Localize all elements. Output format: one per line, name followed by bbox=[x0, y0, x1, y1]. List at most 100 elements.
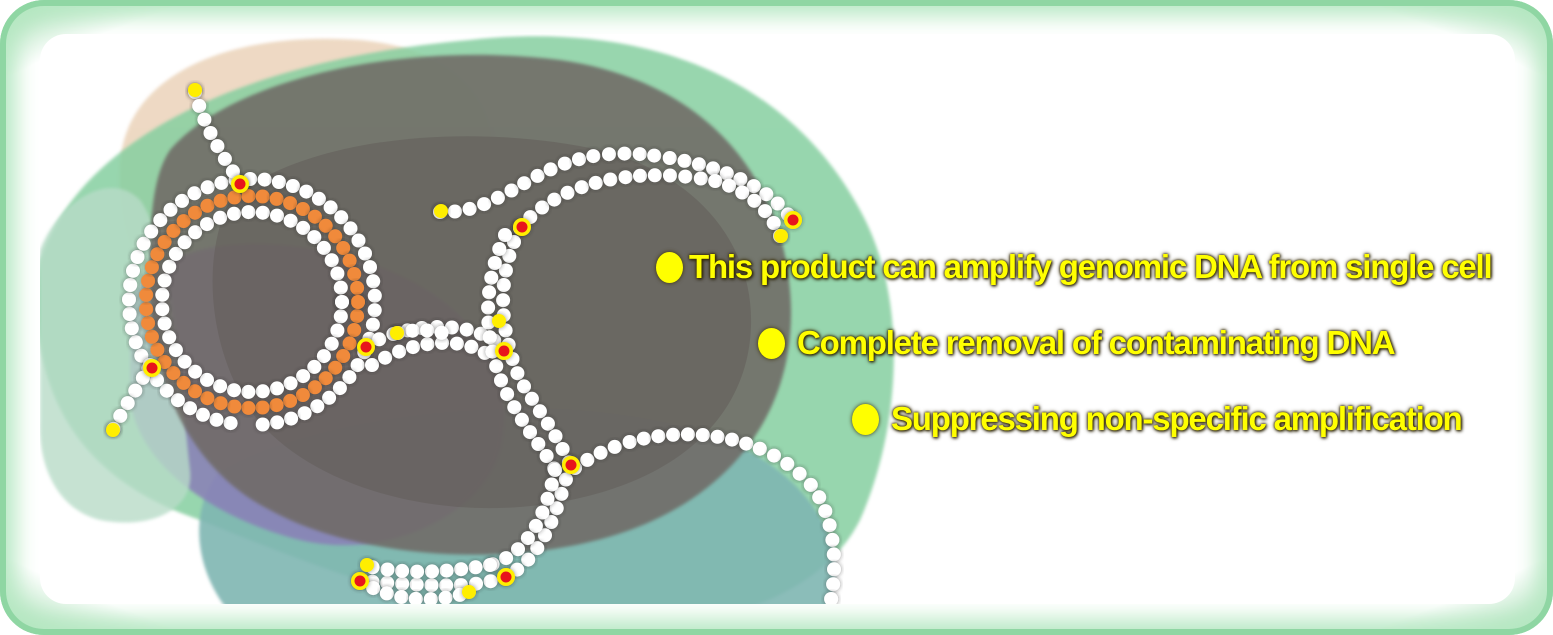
dna-bead bbox=[255, 400, 270, 415]
dna-bead bbox=[826, 547, 841, 562]
dna-bead bbox=[482, 285, 497, 300]
dna-bead bbox=[217, 151, 232, 166]
dna-bead bbox=[324, 253, 339, 268]
dna-bead bbox=[157, 355, 172, 369]
primer-marker bbox=[231, 175, 249, 193]
dna-bead bbox=[434, 325, 449, 340]
dna-bead bbox=[395, 576, 410, 591]
dna-bead bbox=[548, 429, 563, 444]
dna-bead bbox=[168, 246, 183, 261]
dna-bead bbox=[378, 350, 393, 365]
dna-bead bbox=[447, 204, 462, 219]
dna-bead bbox=[155, 302, 170, 317]
dna-bead bbox=[405, 323, 420, 338]
dna-bead bbox=[588, 175, 603, 190]
dna-bead bbox=[822, 518, 837, 533]
dna-bead bbox=[540, 416, 555, 431]
dna-bead bbox=[188, 225, 203, 240]
dna-bead bbox=[197, 112, 212, 127]
dna-bead bbox=[543, 162, 558, 177]
dna-bead bbox=[130, 250, 145, 264]
dna-bead bbox=[192, 98, 207, 113]
dna-bead bbox=[316, 240, 331, 255]
dna-bead bbox=[136, 236, 151, 251]
dna-bead bbox=[459, 322, 474, 337]
dna-bead bbox=[677, 153, 692, 168]
dna-bead bbox=[540, 491, 555, 506]
dna-bead bbox=[144, 224, 159, 239]
dna-bead bbox=[680, 427, 695, 442]
dna-bead bbox=[188, 205, 202, 220]
dna-bead bbox=[163, 202, 178, 217]
dna-bead bbox=[177, 354, 192, 369]
dna-bead bbox=[162, 330, 177, 345]
dna-bead bbox=[283, 376, 298, 391]
dna-bead bbox=[122, 307, 137, 321]
dna-bead bbox=[482, 330, 497, 345]
dna-bead bbox=[392, 344, 407, 359]
dna-bead bbox=[200, 217, 214, 232]
dna-bead bbox=[547, 192, 562, 207]
dna-bead bbox=[307, 230, 322, 245]
dna-bead bbox=[528, 518, 543, 533]
dna-bead bbox=[523, 425, 537, 440]
dna-bead bbox=[122, 292, 136, 307]
dna-bead bbox=[708, 174, 723, 188]
dna-bead bbox=[500, 387, 515, 402]
dna-bead bbox=[759, 187, 774, 202]
dna-bead bbox=[241, 400, 256, 415]
dna-bead bbox=[365, 358, 379, 372]
dna-bead bbox=[270, 381, 284, 396]
dna-bead bbox=[827, 562, 841, 577]
dna-bead bbox=[213, 396, 228, 411]
dna-bead bbox=[255, 417, 270, 432]
dna-bead bbox=[323, 200, 338, 215]
dna-bead bbox=[128, 383, 143, 398]
dna-bead bbox=[492, 242, 507, 256]
dna-bead bbox=[557, 156, 572, 171]
dna-bead bbox=[367, 303, 382, 318]
dna-bead bbox=[350, 358, 365, 373]
dna-bead bbox=[538, 528, 552, 543]
dna-bead bbox=[188, 384, 202, 399]
dna-bead bbox=[507, 400, 522, 415]
dna-bead bbox=[438, 590, 453, 604]
dna-bead bbox=[187, 186, 202, 201]
dna-bead bbox=[155, 287, 170, 302]
dna-bead bbox=[347, 323, 362, 337]
dna-bead bbox=[367, 288, 382, 303]
dna-bead bbox=[496, 293, 511, 308]
dna-bead bbox=[336, 349, 351, 363]
dna-bead bbox=[444, 320, 459, 335]
dna-bead bbox=[380, 562, 395, 577]
dna-bead bbox=[498, 228, 512, 242]
dna-bead bbox=[410, 564, 425, 579]
dna-bead bbox=[572, 152, 586, 167]
dna-bead bbox=[408, 591, 423, 604]
dna-bead bbox=[435, 335, 449, 350]
dna-bead bbox=[330, 323, 345, 338]
dna-bead bbox=[139, 302, 154, 317]
dna-bead bbox=[483, 574, 498, 589]
dna-bead bbox=[818, 504, 833, 519]
dna-bead bbox=[177, 235, 192, 250]
dna-bead bbox=[214, 175, 229, 190]
dna-bead bbox=[366, 274, 381, 289]
dna-bead bbox=[120, 396, 135, 411]
dna-bead bbox=[544, 477, 559, 492]
dna-bead bbox=[531, 437, 546, 451]
dna-bead bbox=[335, 295, 349, 309]
dna-bead bbox=[283, 393, 298, 408]
strand-end-marker bbox=[774, 229, 788, 243]
dna-bead bbox=[342, 370, 357, 385]
dna-bead bbox=[695, 428, 710, 442]
dna-bead bbox=[489, 359, 504, 374]
dna-bead bbox=[365, 317, 380, 332]
dna-bead bbox=[113, 408, 128, 423]
dna-bead bbox=[487, 256, 502, 270]
dna-bead bbox=[593, 445, 608, 460]
dna-bead bbox=[126, 263, 140, 278]
dna-bead bbox=[530, 541, 545, 556]
dna-bead bbox=[770, 196, 785, 211]
